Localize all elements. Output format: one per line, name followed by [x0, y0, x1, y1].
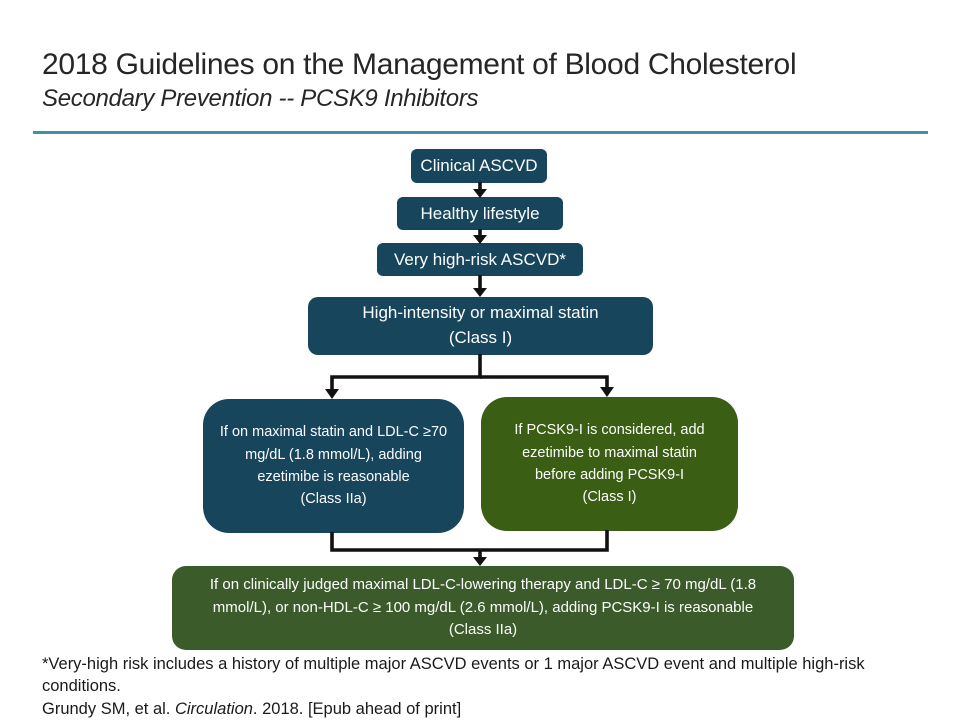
flow-node-high-intensity-statin: High-intensity or maximal statin (Class …: [308, 297, 653, 355]
slide-subtitle: Secondary Prevention -- PCSK9 Inhibitors: [42, 84, 479, 112]
slide-header: 2018 Guidelines on the Management of Blo…: [42, 48, 932, 113]
flow-node-label: If on clinically judged maximal LDL-C-lo…: [209, 576, 757, 616]
flow-node-class-label: (Class I): [582, 489, 637, 506]
slide-footer: *Very-high risk includes a history of mu…: [42, 653, 942, 720]
flow-node-healthy-lifestyle: Healthy lifestyle: [397, 197, 563, 230]
citation-text: Grundy SM, et al. Circulation. 2018. [Ep…: [42, 698, 942, 720]
flow-node-label: High-intensity or maximal statin: [362, 303, 599, 323]
flow-node-class-label: (Class IIa): [448, 621, 518, 639]
header-divider-line: [33, 131, 928, 134]
flow-node-pcsk9-considered: If PCSK9-I is considered, add ezetimibe …: [481, 397, 738, 531]
flow-node-label: Clinical ASCVD: [420, 156, 538, 175]
flow-node-label: If on maximal statin and LDL-C ≥70 mg/dL…: [219, 424, 448, 485]
flow-node-clinical-ascvd: Clinical ASCVD: [411, 149, 547, 183]
flow-node-pcsk9-reasonable: If on clinically judged maximal LDL-C-lo…: [172, 566, 794, 650]
citation-journal: Circulation: [174, 699, 253, 718]
flow-node-ezetimibe-reasonable: If on maximal statin and LDL-C ≥70 mg/dL…: [203, 399, 464, 533]
footnote-text: *Very-high risk includes a history of mu…: [42, 655, 865, 696]
flow-node-very-high-risk-ascvd: Very high-risk ASCVD*: [377, 243, 583, 276]
flow-node-class-label: (Class I): [448, 328, 513, 347]
flow-node-class-label: (Class IIa): [300, 491, 367, 508]
flow-node-label: Healthy lifestyle: [420, 203, 540, 223]
flow-node-label: If PCSK9-I is considered, add ezetimibe …: [514, 422, 705, 483]
citation-prefix: Grundy SM, et al.: [42, 699, 175, 718]
flow-node-label: Very high-risk ASCVD*: [394, 249, 566, 269]
citation-suffix: . 2018. [Epub ahead of print]: [252, 699, 462, 718]
slide-title: 2018 Guidelines on the Management of Blo…: [42, 48, 797, 81]
